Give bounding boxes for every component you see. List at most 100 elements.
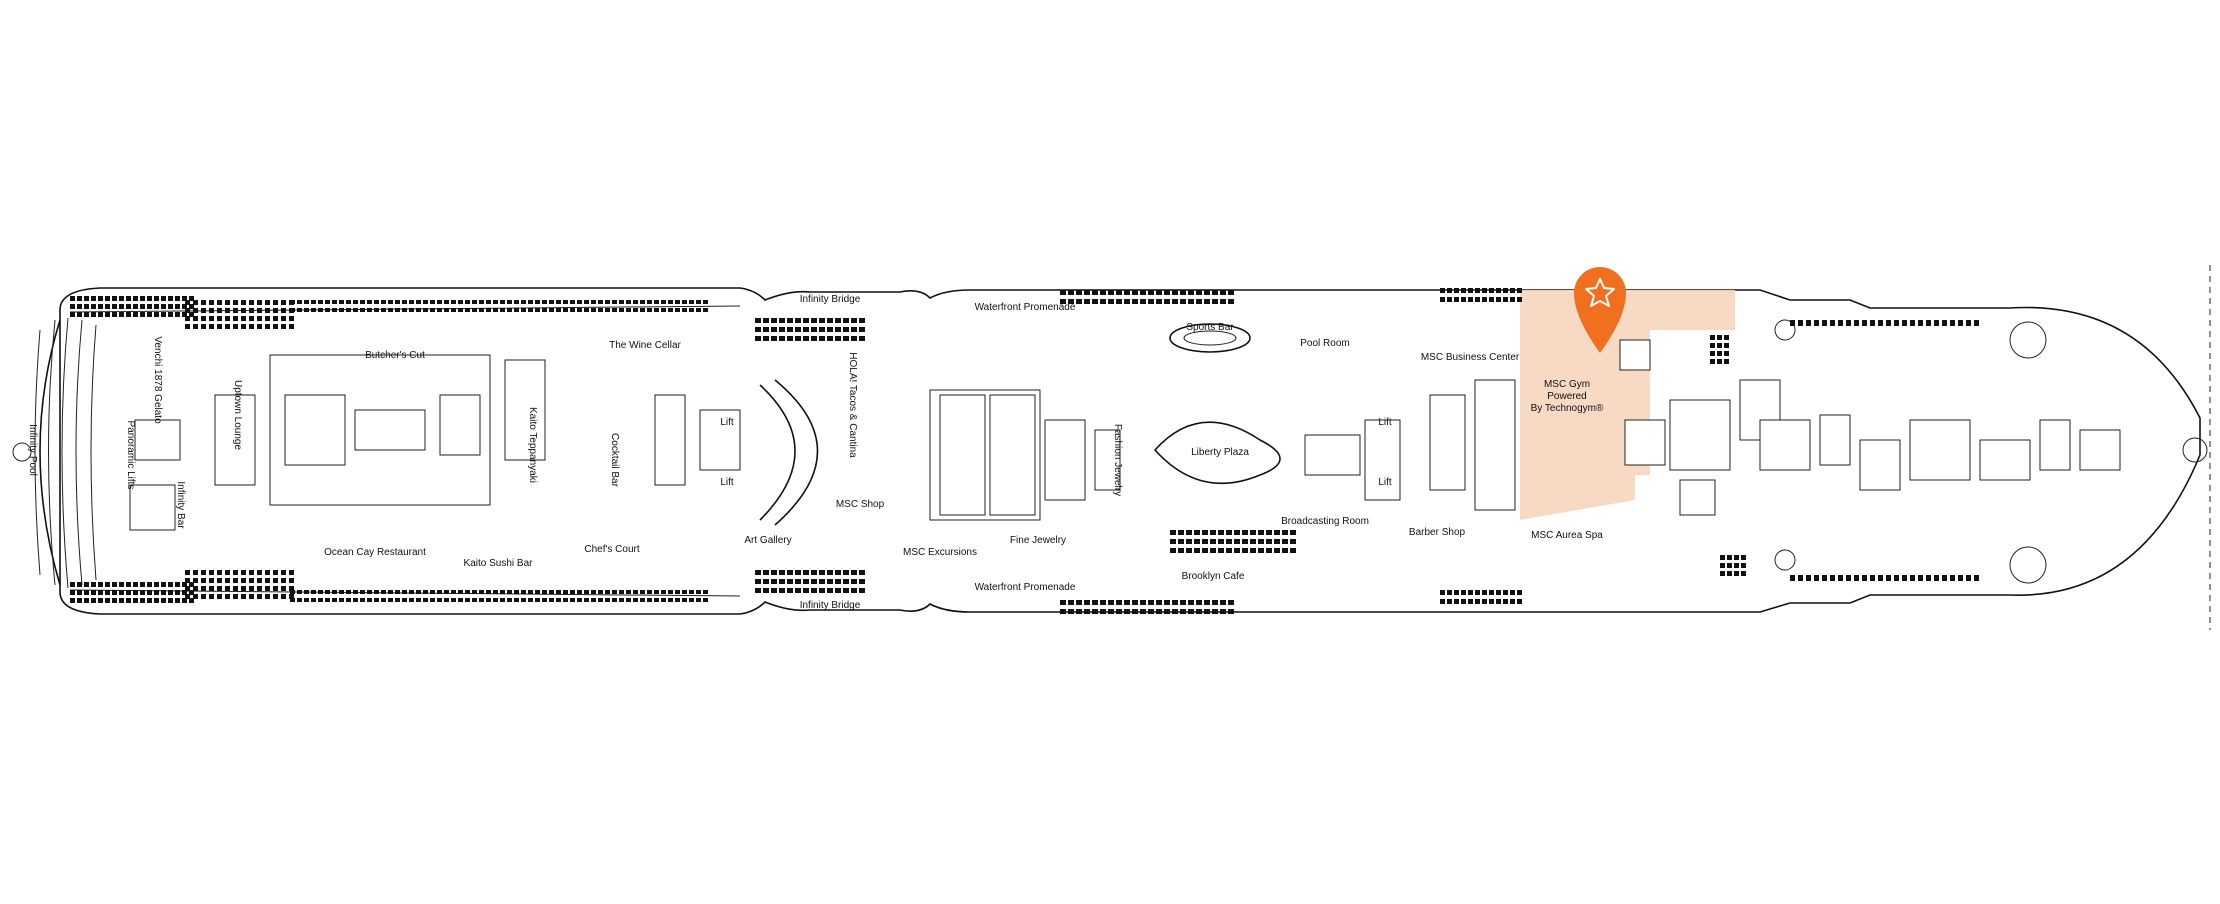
seat [437, 598, 442, 602]
seat [126, 598, 131, 603]
seat [1503, 599, 1508, 604]
seat [521, 590, 526, 594]
seat [795, 579, 801, 584]
seat [591, 590, 596, 594]
seat [273, 308, 278, 313]
seat [105, 582, 110, 587]
seat [542, 590, 547, 594]
seat [654, 590, 659, 594]
seat [91, 312, 96, 317]
seat [1878, 320, 1883, 326]
seat [633, 300, 638, 304]
seat [265, 570, 270, 575]
seat [265, 316, 270, 321]
seat [1878, 575, 1883, 581]
seat [803, 336, 809, 341]
seat [696, 308, 701, 312]
seat [209, 316, 214, 321]
seat [133, 582, 138, 587]
seat [1475, 288, 1480, 293]
seat [787, 579, 793, 584]
seat [675, 308, 680, 312]
seat [528, 300, 533, 304]
seat [819, 336, 825, 341]
seat [521, 300, 526, 304]
seat [1164, 609, 1170, 614]
seat [451, 598, 456, 602]
seat [1870, 575, 1875, 581]
seat [771, 327, 777, 332]
seat [1482, 599, 1487, 604]
seat [185, 586, 190, 591]
seat [507, 308, 512, 312]
seat [803, 327, 809, 332]
seat [1116, 600, 1122, 605]
seat [1220, 609, 1226, 614]
seat [112, 598, 117, 603]
seat [1510, 297, 1515, 302]
seat [273, 578, 278, 583]
seat [84, 590, 89, 595]
seat [1250, 548, 1256, 553]
seat [598, 598, 603, 602]
seat [409, 300, 414, 304]
seat [1220, 299, 1226, 304]
seat [1454, 297, 1459, 302]
seat [598, 300, 603, 304]
seat [1068, 609, 1074, 614]
seat [297, 598, 302, 602]
label-ocean-cay: Ocean Cay Restaurant [324, 547, 426, 558]
seat [843, 588, 849, 593]
seat [1212, 600, 1218, 605]
highlighted-venue-area[interactable] [1520, 290, 1735, 520]
seat [241, 300, 246, 305]
seat [458, 300, 463, 304]
seat [112, 590, 117, 595]
seat [209, 594, 214, 599]
seat [416, 598, 421, 602]
seat [289, 594, 294, 599]
seat [423, 598, 428, 602]
seat [843, 327, 849, 332]
seat [1724, 335, 1729, 340]
seat [175, 582, 180, 587]
seat [77, 312, 82, 317]
label-gym-line1: MSC Gym [1544, 379, 1590, 390]
seat [549, 590, 554, 594]
seat [803, 588, 809, 593]
seat [168, 304, 173, 309]
seat [1172, 290, 1178, 295]
label-lift-1-top: Lift [720, 417, 734, 428]
seat [367, 300, 372, 304]
seating-rows [70, 288, 1979, 614]
seat [1092, 609, 1098, 614]
seat [851, 318, 857, 323]
seat [1164, 600, 1170, 605]
seat [416, 300, 421, 304]
seat [133, 296, 138, 301]
seat [402, 308, 407, 312]
seat [1838, 575, 1843, 581]
seat [241, 570, 246, 575]
seat [225, 324, 230, 329]
seat [795, 570, 801, 575]
location-marker[interactable] [1574, 267, 1626, 353]
seat [1958, 320, 1963, 326]
seat [281, 300, 286, 305]
seat [201, 578, 206, 583]
seat [819, 570, 825, 575]
interior-rooms [129, 319, 2121, 584]
seat [1447, 288, 1452, 293]
seat [591, 598, 596, 602]
seat [249, 316, 254, 321]
seat [689, 598, 694, 602]
seat [1124, 609, 1130, 614]
seat [1220, 600, 1226, 605]
seat [1902, 320, 1907, 326]
seat [763, 318, 769, 323]
seat [851, 588, 857, 593]
seat [654, 300, 659, 304]
seat [1172, 609, 1178, 614]
seat [249, 586, 254, 591]
seat [201, 300, 206, 305]
